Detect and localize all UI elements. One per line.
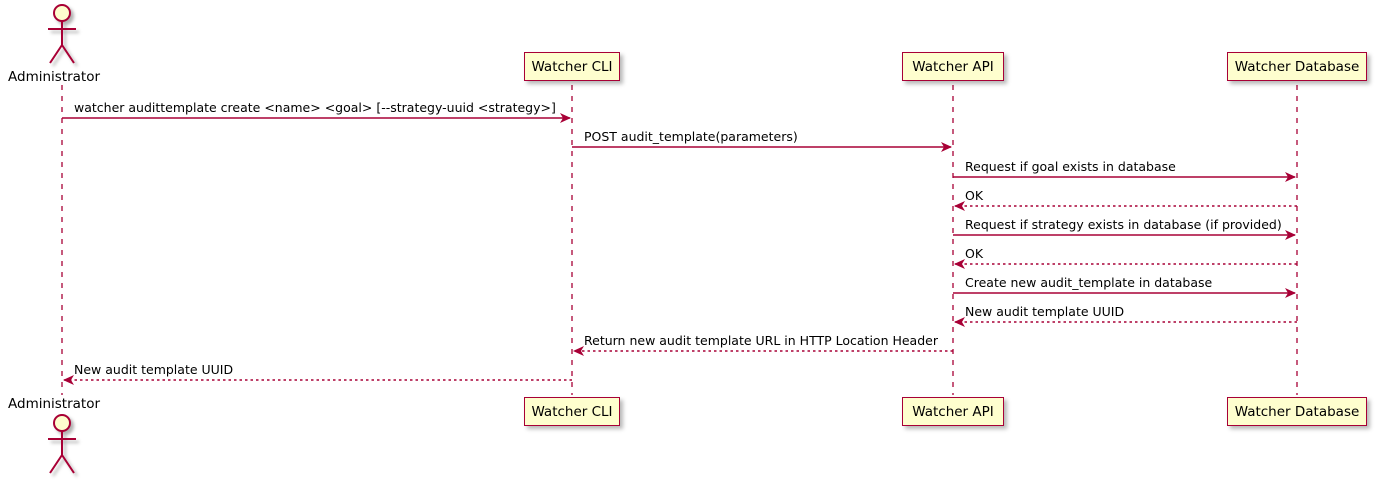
participant-box-watcher-database[interactable]: Watcher Database (1227, 397, 1367, 426)
arrow-head (954, 317, 965, 327)
message-label: OK (965, 188, 984, 203)
message-4 (954, 201, 1297, 211)
message-5 (953, 230, 1296, 240)
arrow-head (1285, 172, 1296, 182)
arrow-head (1285, 230, 1296, 240)
actor-figure (48, 414, 76, 474)
message-label: New audit template UUID (965, 304, 1125, 319)
message-1 (62, 113, 571, 123)
arrow-head (954, 201, 965, 211)
arrow-head (560, 113, 571, 123)
actor-label-administrator: Administrator (8, 69, 101, 85)
message-label: Request if strategy exists in database (… (965, 217, 1282, 232)
participant-label: Watcher Database (1234, 403, 1360, 420)
message-7 (953, 288, 1296, 298)
arrow-head (573, 346, 584, 356)
participant-box-watcher-cli[interactable]: Watcher CLI (524, 397, 620, 426)
message-label: Create new audit_template in database (965, 275, 1213, 290)
message-6 (954, 259, 1297, 269)
participant-label: Watcher API (912, 403, 994, 420)
participant-label: Watcher API (912, 58, 994, 75)
actor-label-administrator: Administrator (8, 396, 101, 412)
participant-box-watcher-api[interactable]: Watcher API (902, 397, 1004, 426)
arrow-head (954, 259, 965, 269)
message-label: Request if goal exists in database (965, 159, 1176, 174)
message-label: Return new audit template URL in HTTP Lo… (584, 333, 938, 348)
participant-label: Watcher Database (1234, 58, 1360, 75)
message-label: watcher audittemplate create <name> <goa… (74, 100, 556, 115)
message-3 (953, 172, 1296, 182)
arrow-head (63, 375, 74, 385)
message-2 (572, 142, 952, 152)
message-label: POST audit_template(parameters) (584, 129, 798, 144)
participant-box-watcher-cli[interactable]: Watcher CLI (524, 52, 620, 81)
participant-box-watcher-api[interactable]: Watcher API (902, 52, 1004, 81)
message-10 (63, 375, 572, 385)
message-label: OK (965, 246, 984, 261)
actor-figure (48, 4, 76, 64)
message-9 (573, 346, 953, 356)
participant-label: Watcher CLI (531, 403, 613, 420)
arrow-head (941, 142, 952, 152)
message-8 (954, 317, 1297, 327)
message-label: New audit template UUID (74, 362, 234, 377)
participant-label: Watcher CLI (531, 58, 613, 75)
participant-box-watcher-database[interactable]: Watcher Database (1227, 52, 1367, 81)
arrow-head (1285, 288, 1296, 298)
